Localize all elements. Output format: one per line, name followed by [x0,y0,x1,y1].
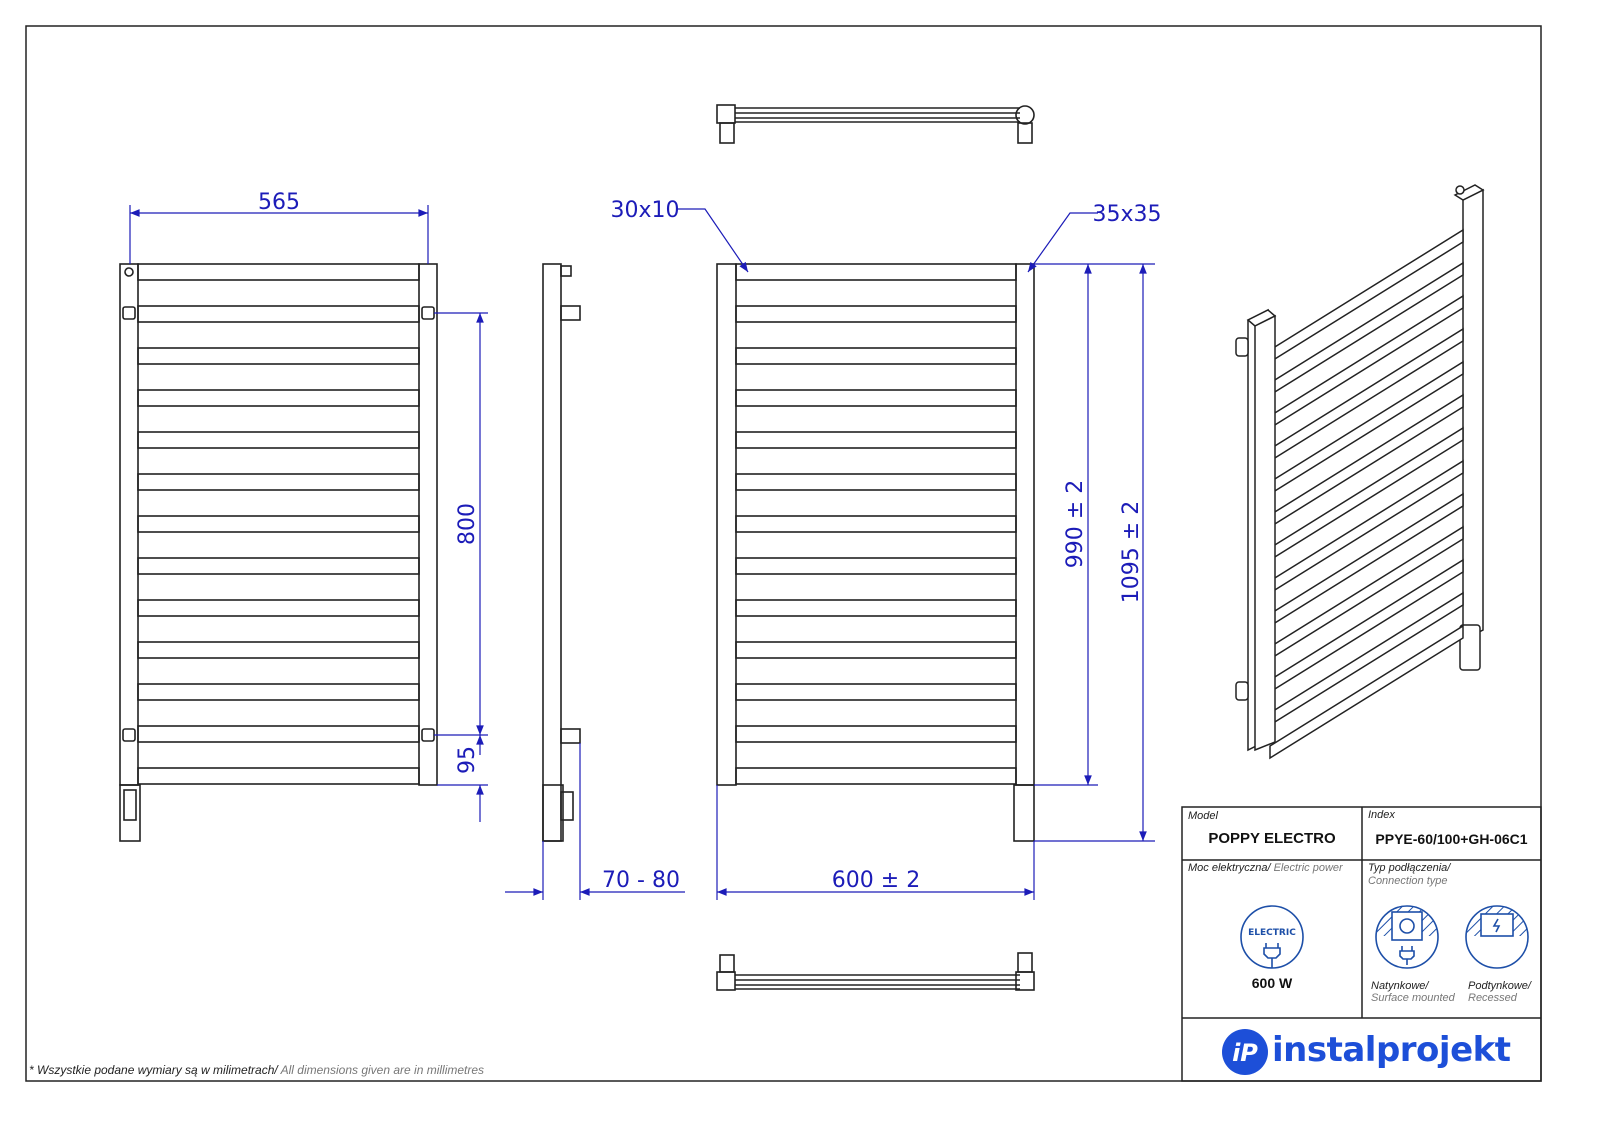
heating-bar [735,431,1017,449]
surface-mounted-pl: Natynkowe/ [1371,980,1429,992]
footnote: * Wszystkie podane wymiary są w milimetr… [29,1063,484,1077]
bottom-view [716,952,1035,991]
heating-bar [735,515,1017,533]
electric-power-icon [1240,905,1304,969]
heating-bar [1269,558,1464,694]
heating-bar [735,263,1017,281]
power-label-en: Electric power [1270,862,1343,874]
heating-bar [1269,294,1464,430]
mount-bracket [122,306,136,320]
heating-bar [735,557,1017,575]
heating-bar [1269,327,1464,463]
dim-width-600: 600 ± 2 [832,868,920,893]
side-view [542,263,581,842]
heating-bar [137,683,420,701]
heating-bar [137,515,420,533]
electric-icon-label: ELECTRIC [1248,928,1296,938]
heating-bar [735,389,1017,407]
mount-bracket [421,306,435,320]
heating-bar [1269,624,1464,760]
heating-bar [137,725,420,743]
top-view [716,104,1035,144]
post-profile-label: 35x35 [1092,202,1161,227]
heater-element [119,784,141,842]
connection-label-pl: Typ podłączenia/ [1368,862,1451,874]
heating-bar [137,599,420,617]
heating-bar [735,725,1017,743]
heating-bar [735,767,1017,785]
heating-bar [1269,525,1464,661]
dim-height-1095: 1095 ± 2 [1119,501,1144,603]
heating-bar [1269,261,1464,397]
power-label: Moc elektryczna/ Electric power [1188,862,1343,874]
heating-bar [1269,360,1464,496]
front-view-mounting [119,263,438,842]
connection-label-en: Connection type [1368,875,1448,887]
footnote-pl: * Wszystkie podane wymiary są w milimetr… [29,1063,278,1077]
dim-height-990: 990 ± 2 [1063,480,1088,568]
dim-width-565: 565 [258,190,300,215]
brand-name: instalprojekt [1272,1030,1511,1070]
model-label: Model [1188,810,1218,822]
heating-bar [735,599,1017,617]
perspective-view [1235,184,1485,760]
dim-wall-distance: 70 - 80 [602,868,680,893]
heating-bar [1269,459,1464,595]
index-value: PPYE-60/100+GH-06C1 [1375,831,1528,847]
heating-bar [137,557,420,575]
heating-bar [735,305,1017,323]
dim-offset-95: 95 [455,746,480,774]
heating-bar [735,473,1017,491]
surface-mounted-en: Surface mounted [1371,992,1455,1004]
dimension-lines-center [678,208,1155,900]
heating-bar [1269,591,1464,727]
heating-bar [735,641,1017,659]
power-label-pl: Moc elektryczna/ [1188,862,1271,874]
heating-bar [137,305,420,323]
power-value: 600 W [1251,975,1293,991]
title-block-frame [1181,806,1542,1082]
index-label: Index [1368,809,1395,821]
model-value: POPPY ELECTRO [1208,830,1336,847]
air-vent-icon [124,267,134,277]
heater-cap [123,789,137,821]
heating-bar [137,641,420,659]
mount-bracket [122,728,136,742]
heating-bar [1269,228,1464,364]
front-view-dimensioned [716,263,1035,842]
heating-bar [1269,492,1464,628]
heating-bar [735,347,1017,365]
sheet-border [25,25,1542,1082]
bar-profile-label: 30x10 [610,198,679,223]
heating-bar [137,767,420,785]
heating-bar [735,683,1017,701]
heating-bar [1269,426,1464,562]
mount-bracket [421,728,435,742]
recessed-pl: Podtynkowe/ [1468,980,1531,992]
right-post [418,263,438,786]
recessed-icon [1465,905,1529,969]
left-post [119,263,139,786]
dim-height-800: 800 [455,503,480,545]
svg-text:iP: iP [1232,1039,1258,1067]
heating-bar [137,347,420,365]
footnote-en: All dimensions given are in millimetres [277,1063,485,1077]
heating-bar [1269,393,1464,529]
heating-bar [137,473,420,491]
heating-bar [137,263,420,281]
surface-mounted-icon [1375,905,1439,969]
instalprojekt-logo-mark: iP [1222,1029,1268,1075]
dimension-lines-side [505,743,685,900]
heating-bar [137,431,420,449]
recessed-en: Recessed [1468,992,1517,1004]
heating-bar [137,389,420,407]
dimension-lines-front [129,205,488,822]
